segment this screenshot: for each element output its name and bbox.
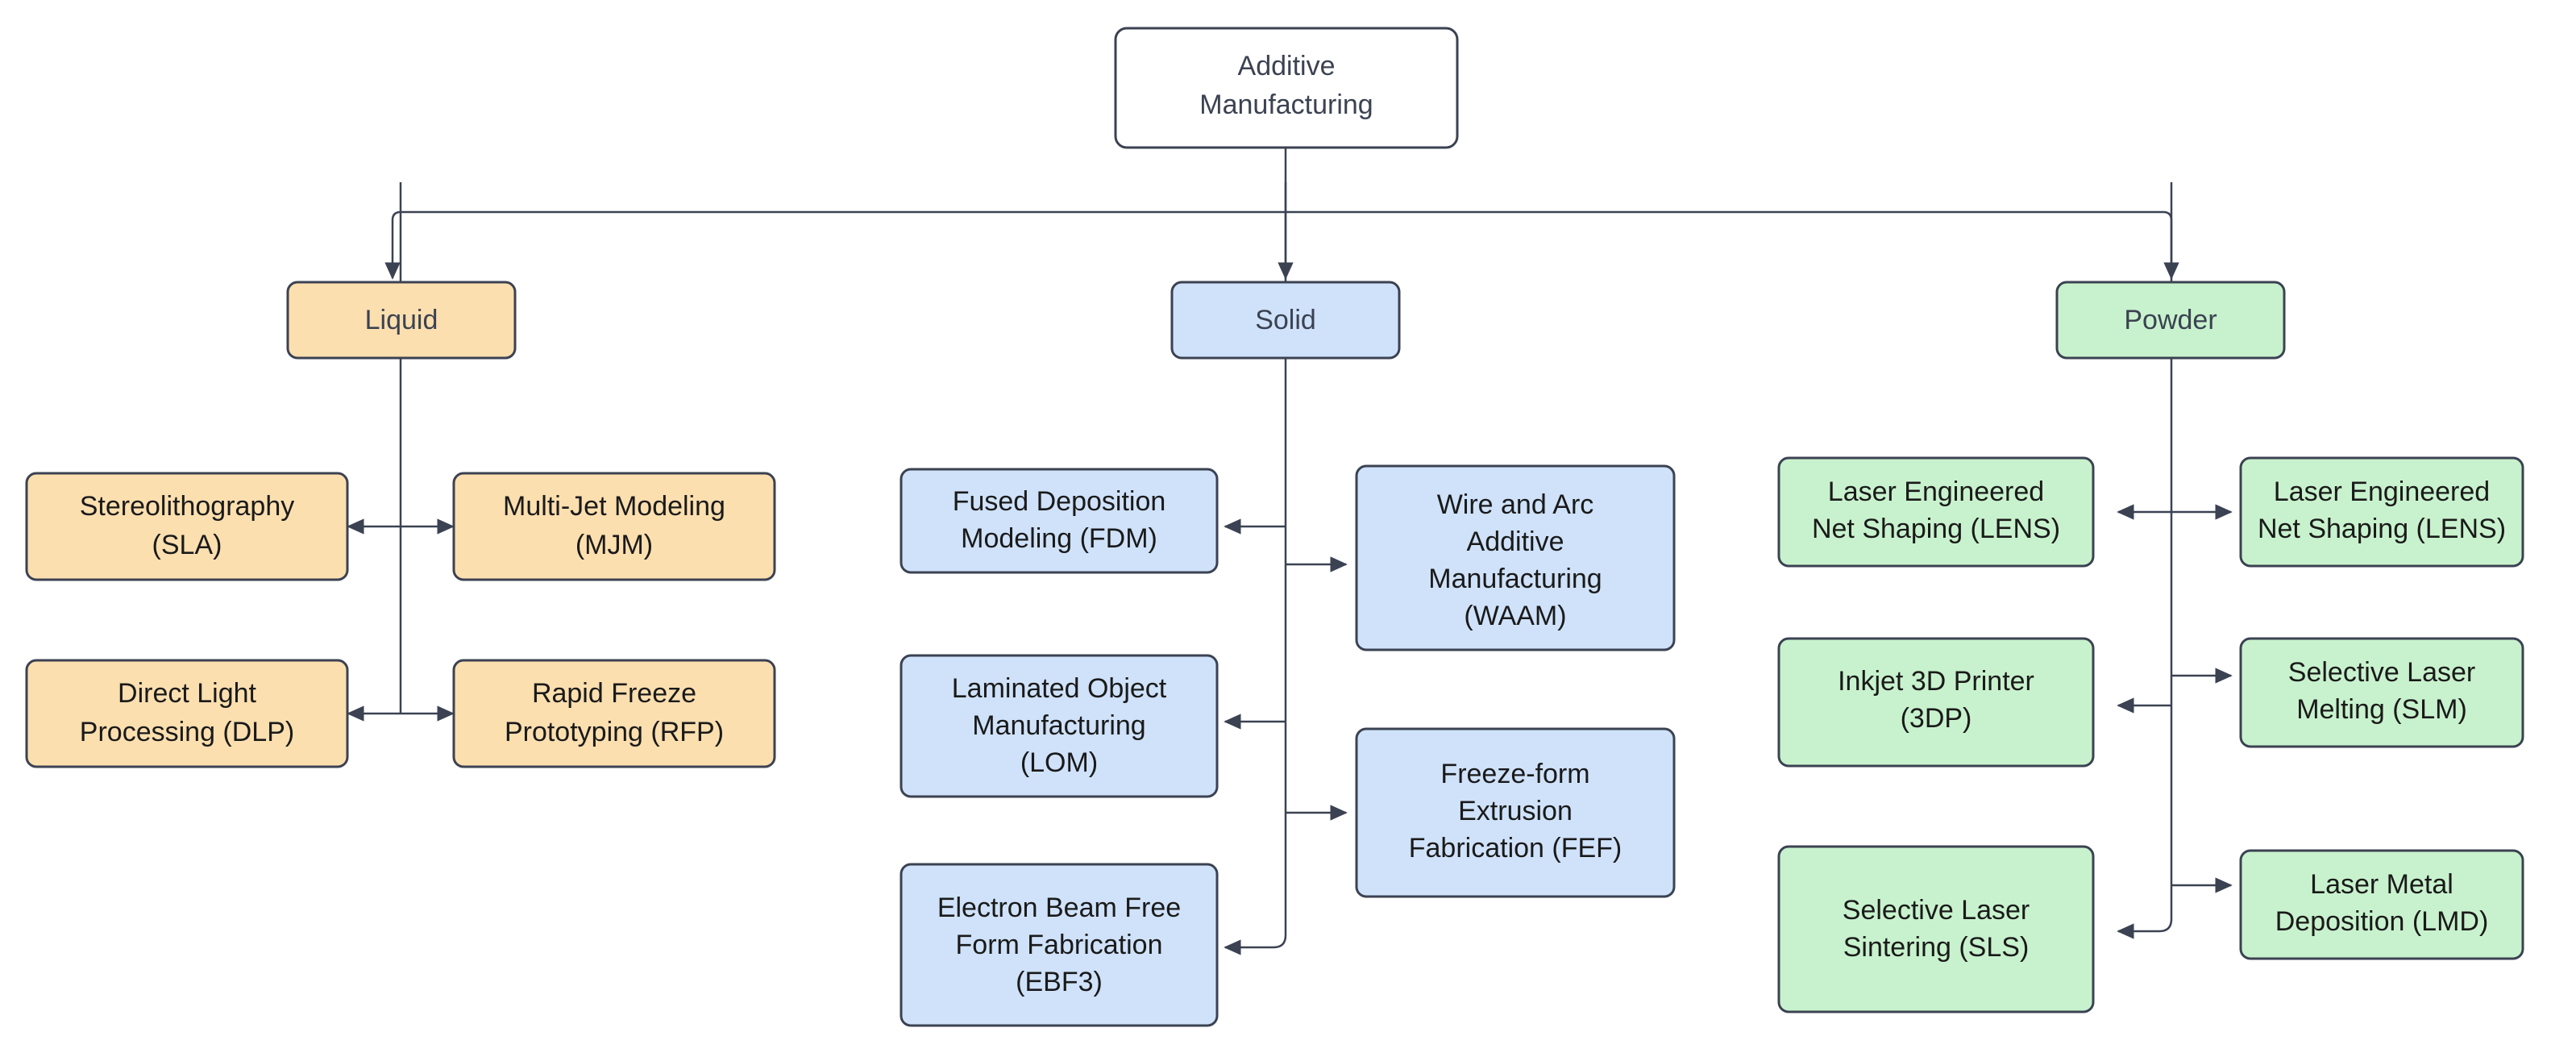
lens-left-box [1777, 456, 2095, 568]
node-direct-light-processing-dlp[interactable]: Direct Light Processing (DLP) [25, 659, 349, 768]
ebf3-box [900, 863, 1219, 1027]
3dp-box [1777, 637, 2095, 768]
ebf3-label-line3: (EBF3) [1016, 967, 1103, 997]
3dp-label-line2: (3DP) [1901, 703, 1972, 734]
waam-label-line3: Manufacturing [1428, 564, 1602, 594]
ebf3-label-line1: Electron Beam Free [937, 893, 1181, 923]
sla-label-line1: Stereolithography [80, 491, 295, 522]
root-box [1114, 27, 1459, 149]
waam-label-line2: Additive [1467, 526, 1564, 557]
rfp-label-line1: Rapid Freeze [532, 678, 696, 709]
node-selective-laser-sintering-sls[interactable]: Selective Laser Sintering (SLS) [1777, 845, 2095, 1013]
fdm-box [900, 468, 1219, 574]
edge-root-to-liquid [384, 210, 401, 280]
waam-box [1355, 464, 1676, 651]
lens-right-box [2239, 456, 2524, 568]
lom-label-line3: (LOM) [1020, 747, 1098, 778]
node-laminated-object-manufacturing-lom[interactable]: Laminated Object Manufacturing (LOM) [900, 654, 1219, 798]
waam-label-line4: (WAAM) [1464, 601, 1566, 631]
root-label-line2: Manufacturing [1199, 89, 1373, 120]
solid-box [1170, 281, 1401, 360]
mjm-box [452, 472, 776, 581]
3dp-label-line1: Inkjet 3D Printer [1838, 666, 2034, 697]
connector-layer [347, 148, 2233, 955]
lens-left-label-line2: Net Shaping (LENS) [1812, 514, 2060, 544]
lmd-label-line2: Deposition (LMD) [2275, 906, 2489, 937]
fef-label-line3: Fabrication (FEF) [1409, 833, 1622, 863]
edge-solid-spine [1235, 182, 1287, 949]
slm-label-line1: Selective Laser [2288, 657, 2475, 688]
fef-box [1355, 727, 1676, 898]
lens-left-label-line1: Laser Engineered [1828, 476, 2044, 507]
lmd-label-line1: Laser Metal [2310, 869, 2453, 900]
sla-box [25, 472, 349, 581]
rfp-label-line2: Prototyping (RFP) [505, 717, 724, 747]
lom-label-line2: Manufacturing [972, 710, 1145, 741]
powder-label: Powder [2124, 305, 2217, 335]
node-category-solid[interactable]: Solid [1170, 281, 1401, 360]
mjm-label-line1: Multi-Jet Modeling [503, 491, 725, 522]
edge-powder-spine [2120, 182, 2173, 933]
waam-label-line1: Wire and Arc [1437, 489, 1594, 520]
mjm-label-line2: (MJM) [575, 530, 653, 560]
node-freeze-form-extrusion-fabrication-fef[interactable]: Freeze-form Extrusion Fabrication (FEF) [1355, 727, 1676, 898]
liquid-label: Liquid [365, 305, 438, 335]
sls-box [1777, 845, 2095, 1013]
dlp-label-line1: Direct Light [118, 678, 257, 709]
lom-label-line1: Laminated Object [952, 673, 1167, 704]
lom-box [900, 654, 1219, 798]
sls-label-line1: Selective Laser [1843, 895, 2030, 926]
sls-label-line2: Sintering (SLS) [1843, 932, 2030, 963]
node-laser-engineered-net-shaping-lens-left[interactable]: Laser Engineered Net Shaping (LENS) [1777, 456, 2095, 568]
powder-box [2055, 281, 2286, 360]
node-category-liquid[interactable]: Liquid [286, 281, 517, 360]
fdm-label-line2: Modeling (FDM) [961, 523, 1157, 554]
ebf3-label-line2: Form Fabrication [956, 930, 1163, 960]
node-multi-jet-modeling-mjm[interactable]: Multi-Jet Modeling (MJM) [452, 472, 776, 581]
lens-right-label-line1: Laser Engineered [2274, 476, 2490, 507]
node-electron-beam-free-form-fabrication-ebf3[interactable]: Electron Beam Free Form Fabrication (EBF… [900, 863, 1219, 1027]
node-category-powder[interactable]: Powder [2055, 281, 2286, 360]
lens-right-label-line2: Net Shaping (LENS) [2258, 514, 2506, 544]
slm-box [2239, 637, 2524, 748]
node-selective-laser-melting-slm[interactable]: Selective Laser Melting (SLM) [2239, 637, 2524, 748]
dlp-label-line2: Processing (DLP) [80, 717, 294, 747]
liquid-box [286, 281, 517, 360]
node-laser-engineered-net-shaping-lens-right[interactable]: Laser Engineered Net Shaping (LENS) [2239, 456, 2524, 568]
slm-label-line2: Melting (SLM) [2296, 694, 2467, 725]
node-rapid-freeze-prototyping-rfp[interactable]: Rapid Freeze Prototyping (RFP) [452, 659, 776, 768]
node-fused-deposition-modeling-fdm[interactable]: Fused Deposition Modeling (FDM) [900, 468, 1219, 574]
fef-label-line2: Extrusion [1458, 796, 1573, 826]
lmd-box [2239, 849, 2524, 960]
fef-label-line1: Freeze-form [1440, 759, 1589, 789]
node-inkjet-3d-printer-3dp[interactable]: Inkjet 3D Printer (3DP) [1777, 637, 2095, 768]
rfp-box [452, 659, 776, 768]
node-additive-manufacturing[interactable]: Additive Manufacturing [1114, 27, 1459, 149]
sla-label-line2: (SLA) [152, 530, 222, 560]
root-label-line1: Additive [1238, 51, 1336, 81]
edge-root-to-powder [2163, 210, 2179, 280]
dlp-box [25, 659, 349, 768]
node-laser-metal-deposition-lmd[interactable]: Laser Metal Deposition (LMD) [2239, 849, 2524, 960]
node-wire-and-arc-additive-manufacturing-waam[interactable]: Wire and Arc Additive Manufacturing (WAA… [1355, 464, 1676, 651]
solid-label: Solid [1255, 305, 1316, 335]
fdm-label-line1: Fused Deposition [953, 486, 1166, 517]
node-stereolithography-sla[interactable]: Stereolithography (SLA) [25, 472, 349, 581]
